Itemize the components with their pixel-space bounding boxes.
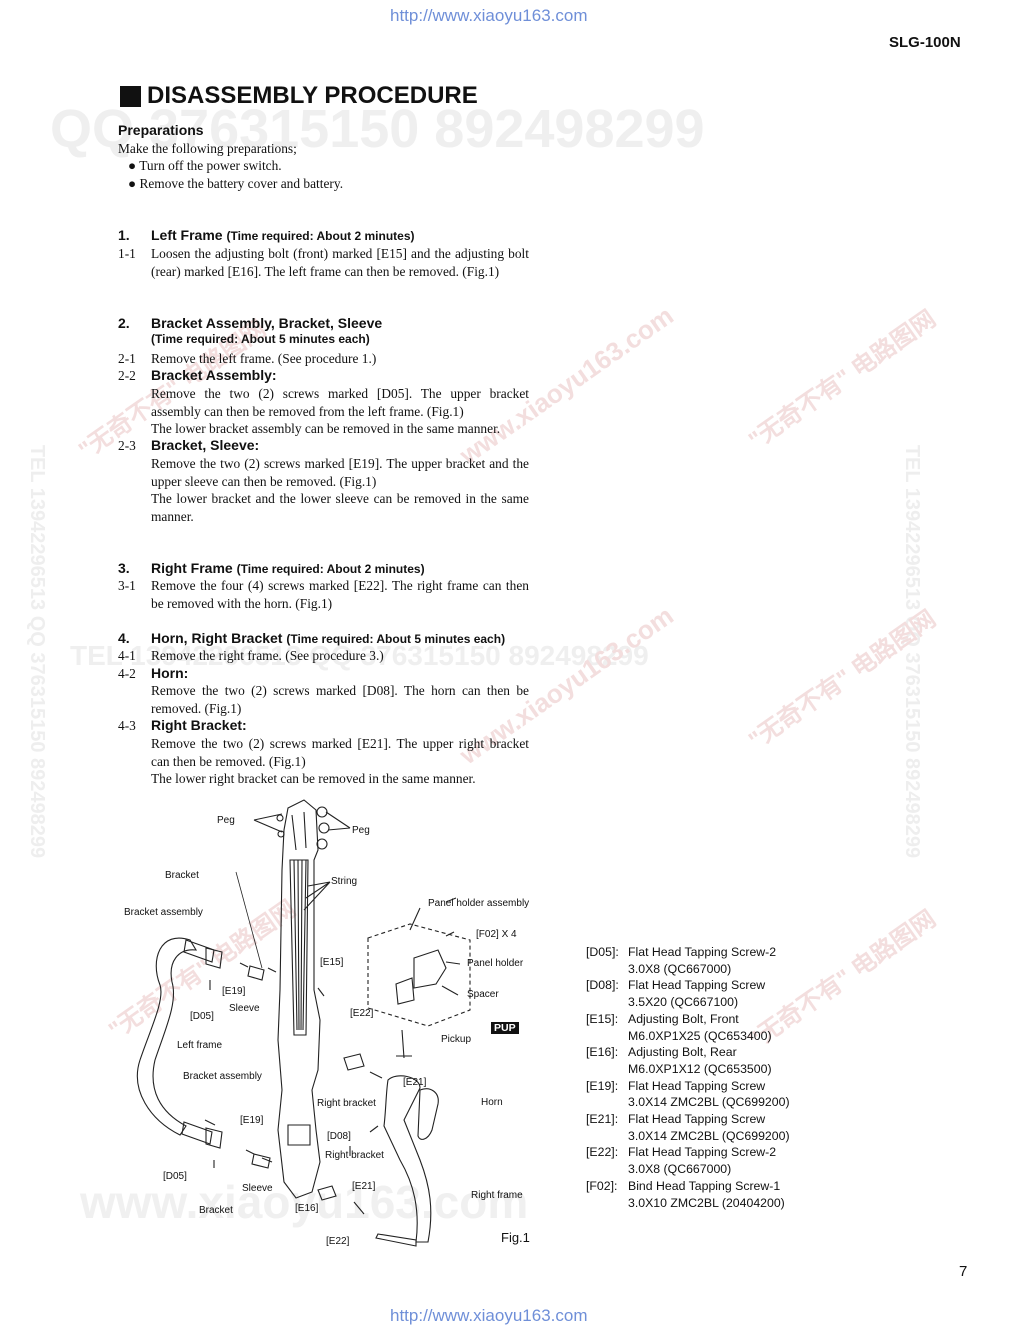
step-4-3-text: Remove the two (2) screws marked [E21]. … <box>151 736 529 769</box>
step-4-2-number: 4-2 <box>118 666 136 681</box>
label-e19-top: [E19] <box>222 986 246 997</box>
step-4-3-text-b: The lower right bracket can be removed i… <box>151 771 476 786</box>
label-horn: Horn <box>481 1097 503 1108</box>
preparations-heading: Preparations <box>118 122 204 138</box>
legend-item: [E19]:Flat Head Tapping Screw <box>586 1078 766 1093</box>
figure-caption: Fig.1 <box>501 1230 530 1245</box>
legend-item: [D08]:Flat Head Tapping Screw <box>586 978 766 993</box>
label-panel-holder-assembly: Panel holder assembly <box>428 898 530 909</box>
step-2-3-number: 2-3 <box>118 438 136 453</box>
step-2-2-text: Remove the two (2) screws marked [D05]. … <box>151 386 529 419</box>
page-title-text: DISASSEMBLY PROCEDURE <box>147 82 478 109</box>
label-e19-bottom: [E19] <box>240 1115 264 1126</box>
parts-legend: [D05]:Flat Head Tapping Screw-2 3.0X8 (Q… <box>586 945 790 1210</box>
step-2-3-title: Bracket, Sleeve: <box>151 437 260 453</box>
header-url[interactable]: http://www.xiaoyu163.com <box>390 6 588 25</box>
legend-item: [D05]:Flat Head Tapping Screw-2 <box>586 945 777 959</box>
footer-url[interactable]: http://www.xiaoyu163.com <box>390 1306 588 1325</box>
step-2-2-text-b: The lower bracket assembly can be remove… <box>151 421 501 436</box>
bridge <box>287 1124 311 1146</box>
right-frame <box>383 1075 432 1243</box>
label-e22-bottom: [E22] <box>326 1236 350 1247</box>
label-bracket-assembly-top: Bracket assembly <box>124 907 203 918</box>
label-e21-top: [E21] <box>403 1077 427 1088</box>
label-spacer: Spacer <box>467 989 499 1000</box>
label-string: String <box>331 876 358 887</box>
step-4-1-text: Remove the right frame. (See procedure 3… <box>151 648 384 663</box>
label-e22-top: [E22] <box>350 1008 374 1019</box>
label-sleeve-bottom: Sleeve <box>242 1183 273 1194</box>
section-4-heading: Horn, Right Bracket (Time required: Abou… <box>151 630 506 646</box>
label-right-frame: Right frame <box>471 1190 523 1201</box>
label-d05-bottom: [D05] <box>163 1171 187 1182</box>
section-3-heading: Right Frame (Time required: About 2 minu… <box>151 560 425 576</box>
step-4-2-title: Horn: <box>151 665 189 681</box>
legend-item: [E21]:Flat Head Tapping Screw <box>586 1112 766 1127</box>
legend-item: [E15]:Adjusting Bolt, Front <box>586 1011 739 1026</box>
section-1-heading: Left Frame (Time required: About 2 minut… <box>151 227 415 243</box>
step-4-1-number: 4-1 <box>118 648 136 663</box>
step-2-3-text-b: The lower bracket and the lower sleeve c… <box>151 491 529 524</box>
preparations-bullet-2: ● Remove the battery cover and battery. <box>128 176 344 191</box>
step-4-3-number: 4-3 <box>118 718 136 733</box>
label-bracket-assembly-bottom: Bracket assembly <box>183 1071 262 1082</box>
step-4-3-title: Right Bracket: <box>151 717 247 733</box>
section-2-heading: Bracket Assembly, Bracket, Sleeve <box>151 315 383 331</box>
legend-item: [F02]:Bind Head Tapping Screw-1 <box>586 1178 781 1193</box>
watermark-bottom: www.xiaoyu163.com <box>80 1176 529 1228</box>
label-peg-right: Peg <box>352 825 370 836</box>
label-pup: PUP <box>491 1022 519 1034</box>
guitar-body <box>277 799 321 1199</box>
watermark-mid-line: TEL 13942296513 QQ 376315150 892498299 <box>70 640 649 671</box>
section-3-number: 3. <box>118 560 130 576</box>
preparations-bullet-1: ● Turn off the power switch. <box>128 158 282 173</box>
legend-item: [E16]:Adjusting Bolt, Rear <box>586 1045 737 1060</box>
step-2-3-text: Remove the two (2) screws marked [E19]. … <box>151 456 529 489</box>
step-4-2-text: Remove the two (2) screws marked [D08]. … <box>151 683 529 716</box>
label-pickup: Pickup <box>441 1034 472 1045</box>
title-square-icon <box>120 85 141 107</box>
legend-item: [E22]:Flat Head Tapping Screw-2 <box>586 1145 777 1160</box>
label-panel-holder: Panel holder <box>467 958 524 969</box>
step-2-2-number: 2-2 <box>118 368 136 383</box>
section-2-time: (Time required: About 5 minutes each) <box>151 332 370 346</box>
label-right-bracket-bottom: Right bracket <box>325 1150 384 1161</box>
section-2-number: 2. <box>118 315 130 331</box>
label-f02x4: [F02] X 4 <box>476 929 517 940</box>
label-e16: [E16] <box>295 1203 319 1214</box>
label-e15: [E15] <box>320 957 344 968</box>
label-left-frame: Left frame <box>177 1040 223 1051</box>
label-bracket-top: Bracket <box>165 870 199 881</box>
panel-holder-assembly-outline <box>367 923 471 1027</box>
headstock-slots <box>291 811 307 851</box>
page-number: 7 <box>959 1263 968 1280</box>
step-2-2-title: Bracket Assembly: <box>151 367 277 383</box>
left-frame <box>136 937 198 1136</box>
label-d05-top: [D05] <box>190 1011 214 1022</box>
watermark-web-cn-2: "无奇不有" 电路图网 <box>744 305 941 455</box>
label-e21-bottom: [E21] <box>352 1181 376 1192</box>
preparations-intro: Make the following preparations; <box>118 141 297 156</box>
step-1-1-number: 1-1 <box>118 246 136 261</box>
watermark-qq-numbers: QQ 376315150 892498299 <box>50 99 705 159</box>
step-1-1-text: Loosen the adjusting bolt (front) marked… <box>151 246 529 279</box>
page-title: DISASSEMBLY PROCEDURE <box>120 82 478 110</box>
step-2-1-number: 2-1 <box>118 351 136 366</box>
step-3-1-text: Remove the four (4) screws marked [E22].… <box>151 578 529 611</box>
label-d08: [D08] <box>327 1131 351 1142</box>
label-peg-left: Peg <box>217 815 235 826</box>
section-4-number: 4. <box>118 630 130 646</box>
section-1-number: 1. <box>118 227 130 243</box>
step-3-1-number: 3-1 <box>118 578 136 593</box>
label-right-bracket-top: Right bracket <box>317 1098 376 1109</box>
exploded-view-figure <box>136 799 471 1247</box>
label-sleeve-top: Sleeve <box>229 1003 260 1014</box>
step-2-1-text: Remove the left frame. (See procedure 1.… <box>151 351 377 366</box>
model-number: SLG-100N <box>889 34 961 51</box>
label-bracket-bottom: Bracket <box>199 1205 233 1216</box>
neck-strings <box>293 859 307 1031</box>
horn <box>417 1088 439 1140</box>
